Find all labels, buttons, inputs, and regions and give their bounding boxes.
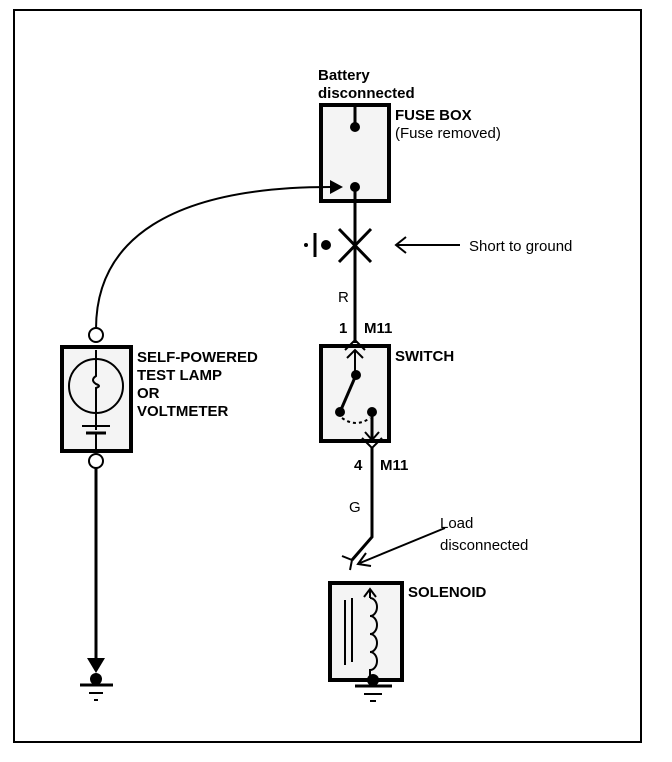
tester-label-line4: VOLTMETER — [137, 403, 229, 420]
fuse-box-note: (Fuse removed) — [395, 125, 501, 142]
test-lamp — [60, 327, 133, 469]
test-lead-wire — [95, 186, 331, 330]
load-arrow — [356, 527, 446, 567]
arrow-left-icon — [394, 236, 460, 254]
wire-color-bottom: G — [349, 499, 361, 516]
solenoid-label: SOLENOID — [408, 584, 487, 601]
short-to-ground-mark — [337, 227, 373, 264]
battery-label-line2: disconnected — [318, 85, 415, 102]
connector-top-name: M11 — [364, 320, 392, 337]
open-connector-icon — [341, 555, 353, 571]
ground-icon — [355, 674, 392, 702]
battery-label-line1: Battery — [318, 67, 370, 84]
ground-icon-left — [80, 658, 113, 701]
switch-label: SWITCH — [395, 348, 454, 365]
load-label-line2: disconnected — [440, 537, 528, 554]
switch — [319, 338, 391, 450]
ground-symbol-icon — [304, 233, 331, 257]
tester-label-line3: OR — [137, 385, 160, 402]
connector-top-pin: 1 — [339, 320, 347, 337]
load-label-line1: Load — [440, 515, 473, 532]
fuse-box-title: FUSE BOX — [395, 107, 472, 124]
short-label: Short to ground — [469, 238, 572, 255]
solenoid — [328, 581, 404, 682]
connector-bottom-pin: 4 — [354, 457, 363, 474]
wire-green — [350, 448, 374, 561]
frame — [13, 9, 642, 743]
tester-label-line2: TEST LAMP — [137, 367, 222, 384]
connector-bottom-name: M11 — [380, 457, 408, 474]
fuse-box — [319, 103, 391, 203]
wire-color-top: R — [338, 289, 349, 306]
tester-label-line1: SELF-POWERED — [137, 349, 258, 366]
